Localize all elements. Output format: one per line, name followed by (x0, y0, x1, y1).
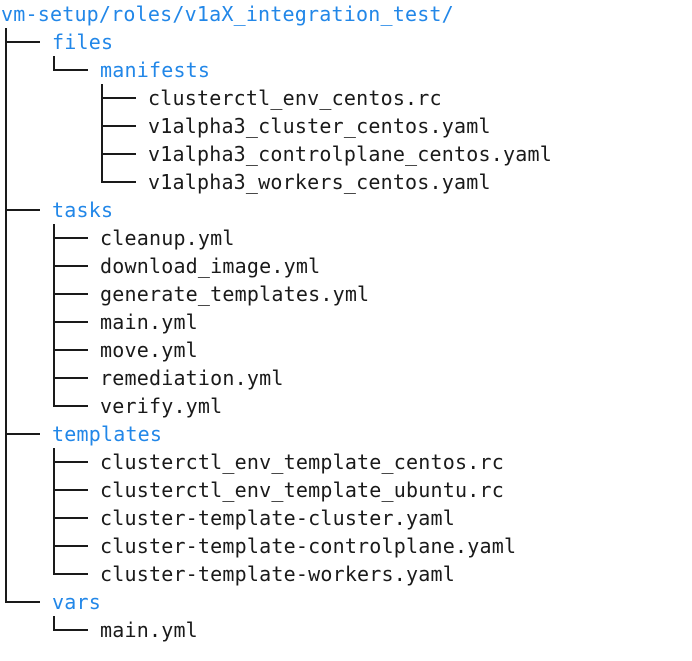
branch-tee-icon (48, 504, 96, 532)
branch-tee-icon (0, 196, 48, 224)
tree-row: clusterctl_env_template_centos.rc (0, 448, 692, 476)
tree-row: templates (0, 420, 692, 448)
branch-tee-icon (48, 252, 96, 280)
root-path: vm-setup/roles/v1aX_integration_test/ (1, 2, 454, 26)
branch-spacer (48, 84, 96, 112)
tree-row: cluster-template-workers.yaml (0, 560, 692, 588)
tree-row: clusterctl_env_template_ubuntu.rc (0, 476, 692, 504)
tree-row: cluster-template-controlplane.yaml (0, 532, 692, 560)
branch-vertical-icon (0, 336, 48, 364)
tree-root-row: vm-setup/roles/v1aX_integration_test/ (0, 0, 692, 28)
directory-tree: vm-setup/roles/v1aX_integration_test/ fi… (0, 0, 692, 644)
tree-row: generate_templates.yml (0, 280, 692, 308)
branch-spacer (48, 168, 96, 196)
branch-vertical-icon (0, 392, 48, 420)
file-label: clusterctl_env_centos.rc (148, 86, 442, 110)
file-label: remediation.yml (100, 366, 284, 390)
tree-row: main.yml (0, 616, 692, 644)
tree-row: clusterctl_env_centos.rc (0, 84, 692, 112)
branch-vertical-icon (0, 224, 48, 252)
tree-row: v1alpha3_workers_centos.yaml (0, 168, 692, 196)
directory-label: files (52, 30, 114, 54)
branch-tee-icon (48, 224, 96, 252)
branch-tee-icon (0, 420, 48, 448)
tree-row: cleanup.yml (0, 224, 692, 252)
branch-tee-icon (48, 364, 96, 392)
tree-row: download_image.yml (0, 252, 692, 280)
branch-tee-icon (48, 532, 96, 560)
tree-row: main.yml (0, 308, 692, 336)
tree-row: verify.yml (0, 392, 692, 420)
directory-label: vars (52, 590, 101, 614)
branch-vertical-icon (0, 308, 48, 336)
branch-tee-icon (48, 476, 96, 504)
file-label: v1alpha3_workers_centos.yaml (148, 170, 491, 194)
branch-vertical-icon (0, 252, 48, 280)
branch-corner-icon (48, 616, 96, 644)
tree-row: v1alpha3_cluster_centos.yaml (0, 112, 692, 140)
branch-vertical-icon (0, 280, 48, 308)
branch-tee-icon (96, 140, 144, 168)
file-label: v1alpha3_cluster_centos.yaml (148, 114, 491, 138)
file-label: cluster-template-workers.yaml (100, 562, 455, 586)
tree-row: cluster-template-cluster.yaml (0, 504, 692, 532)
branch-vertical-icon (0, 168, 48, 196)
branch-vertical-icon (0, 476, 48, 504)
tree-row: move.yml (0, 336, 692, 364)
tree-row: remediation.yml (0, 364, 692, 392)
directory-label: templates (52, 422, 163, 446)
file-label: generate_templates.yml (100, 282, 370, 306)
file-label: cleanup.yml (100, 226, 235, 250)
file-label: clusterctl_env_template_ubuntu.rc (100, 478, 504, 502)
tree-row: manifests (0, 56, 692, 84)
tree-row: files (0, 28, 692, 56)
file-label: cluster-template-controlplane.yaml (100, 534, 517, 558)
branch-tee-icon (96, 84, 144, 112)
file-label: clusterctl_env_template_centos.rc (100, 450, 504, 474)
branch-spacer (48, 140, 96, 168)
branch-tee-icon (48, 308, 96, 336)
branch-vertical-icon (0, 532, 48, 560)
branch-vertical-icon (0, 84, 48, 112)
branch-vertical-icon (0, 364, 48, 392)
branch-corner-icon (48, 392, 96, 420)
tree-row: tasks (0, 196, 692, 224)
file-label: download_image.yml (100, 254, 321, 278)
branch-vertical-icon (0, 140, 48, 168)
branch-tee-icon (48, 280, 96, 308)
branch-vertical-icon (0, 56, 48, 84)
branch-vertical-icon (0, 448, 48, 476)
directory-label: manifests (100, 58, 211, 82)
branch-vertical-icon (0, 504, 48, 532)
tree-row: vars (0, 588, 692, 616)
tree-row: v1alpha3_controlplane_centos.yaml (0, 140, 692, 168)
branch-spacer (0, 616, 48, 644)
file-label: v1alpha3_controlplane_centos.yaml (148, 142, 552, 166)
branch-tee-icon (0, 28, 48, 56)
branch-tee-icon (48, 448, 96, 476)
file-label: move.yml (100, 338, 198, 362)
branch-corner-icon (48, 56, 96, 84)
branch-vertical-icon (0, 112, 48, 140)
branch-tee-icon (48, 336, 96, 364)
branch-spacer (48, 112, 96, 140)
branch-corner-icon (0, 588, 48, 616)
directory-label: tasks (52, 198, 114, 222)
file-label: verify.yml (100, 394, 223, 418)
file-label: main.yml (100, 618, 198, 642)
branch-corner-icon (48, 560, 96, 588)
branch-tee-icon (96, 112, 144, 140)
file-label: cluster-template-cluster.yaml (100, 506, 455, 530)
file-label: main.yml (100, 310, 198, 334)
branch-vertical-icon (0, 560, 48, 588)
branch-corner-icon (96, 168, 144, 196)
